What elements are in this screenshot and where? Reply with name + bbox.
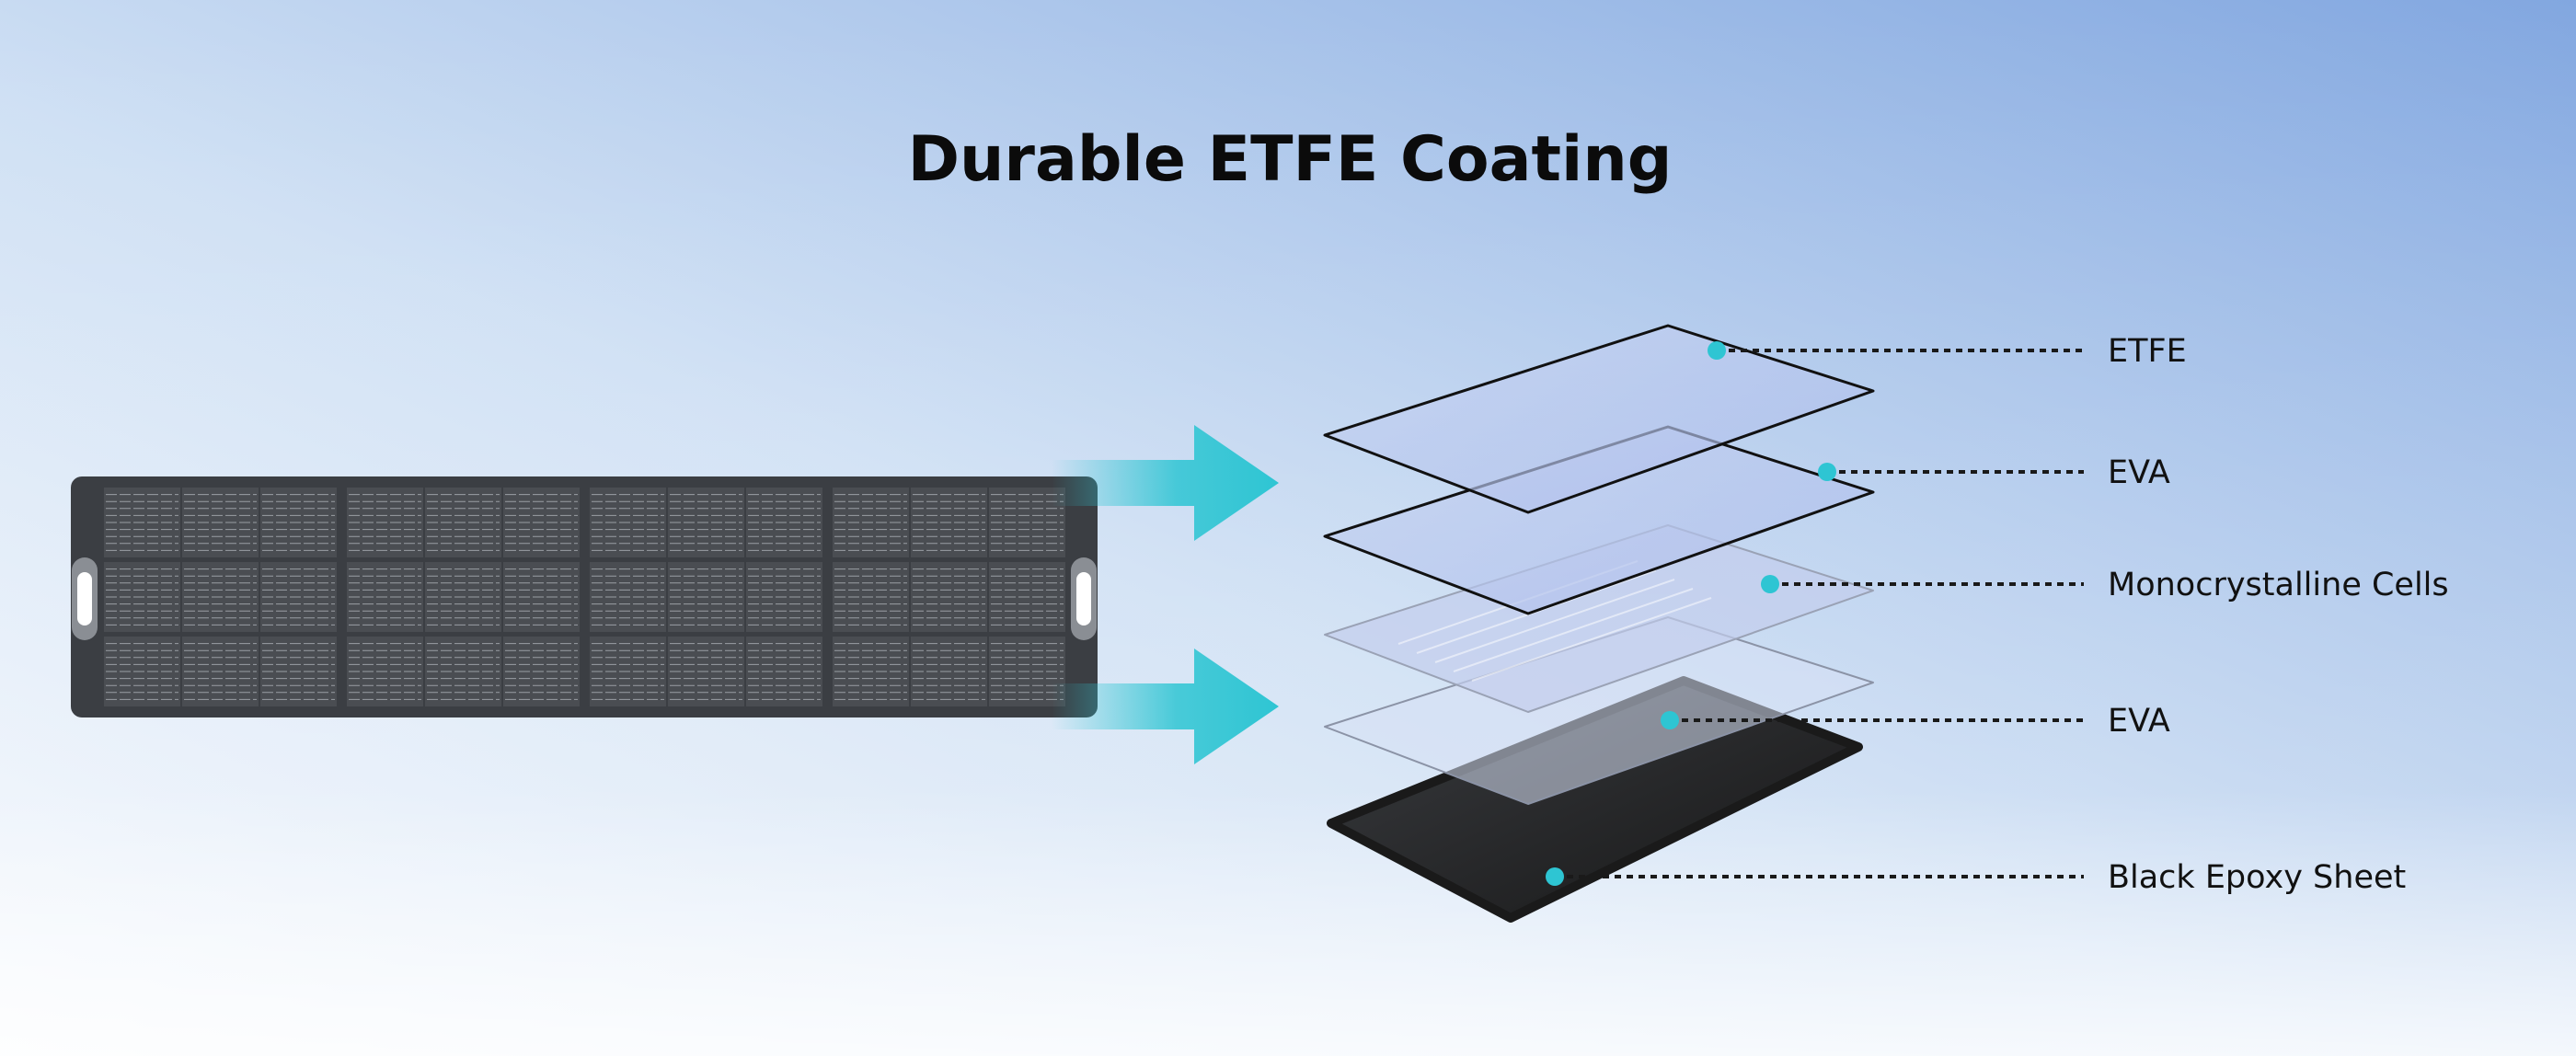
- solar-panel: [71, 476, 1098, 717]
- left-handle-hole: [77, 572, 92, 626]
- callout-dot-icon: [1661, 711, 1679, 729]
- callout-dot-icon: [1761, 575, 1779, 593]
- layer-label-etfe: ETFE: [2108, 333, 2187, 370]
- arrow-upper-icon: [1052, 425, 1279, 541]
- callout-dot-icon: [1708, 341, 1726, 360]
- right-handle-hole: [1076, 572, 1091, 626]
- callout-monocrystalline-cells: Monocrystalline Cells: [1761, 567, 2449, 603]
- callout-dot-icon: [1546, 867, 1564, 886]
- layer-label-eva-upper: EVA: [2108, 454, 2170, 491]
- callout-black-epoxy-sheet: Black Epoxy Sheet: [1546, 859, 2406, 896]
- callout-eva-lower: EVA: [1661, 703, 2170, 740]
- layer-etfe: [1323, 324, 1875, 514]
- callout-etfe: ETFE: [1708, 333, 2187, 370]
- layer-label-monocrystalline-cells: Monocrystalline Cells: [2108, 567, 2449, 603]
- layer-label-eva-lower: EVA: [2108, 703, 2170, 740]
- callout-dot-icon: [1818, 463, 1836, 481]
- layer-label-black-epoxy-sheet: Black Epoxy Sheet: [2108, 859, 2406, 896]
- callout-eva-upper: EVA: [1818, 454, 2170, 491]
- page-title: Durable ETFE Coating: [908, 123, 1673, 196]
- arrow-lower-icon: [1052, 649, 1279, 764]
